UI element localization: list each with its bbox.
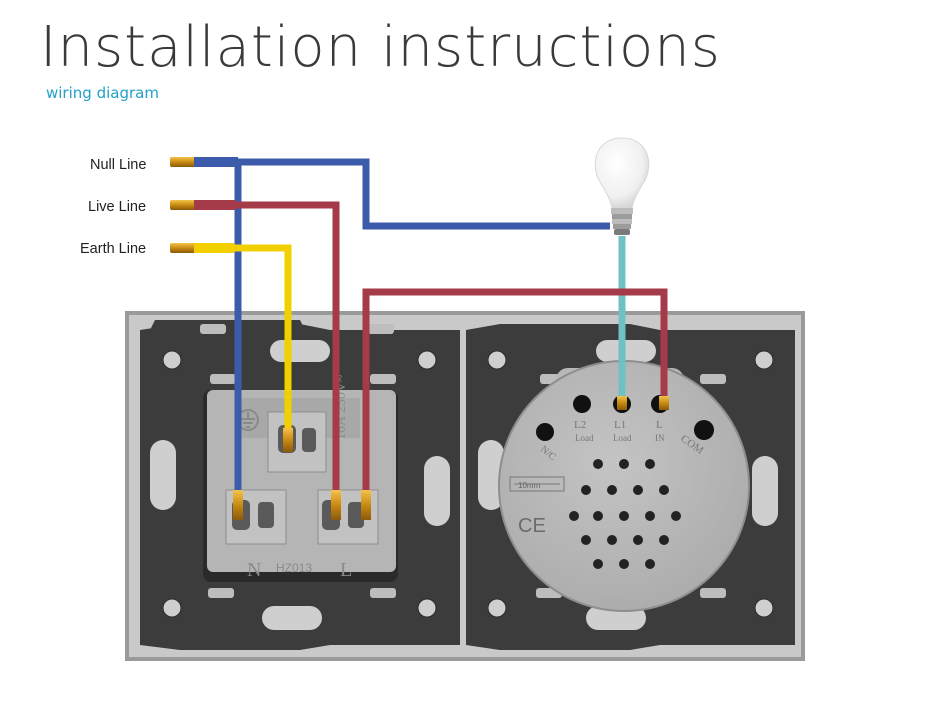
live-wire-switch bbox=[362, 288, 668, 498]
socket-l-label: L bbox=[340, 559, 352, 581]
terminal-l2-sub: Load bbox=[575, 433, 594, 443]
null-line-label: Null Line bbox=[90, 157, 147, 173]
socket-n-label: N bbox=[247, 559, 261, 581]
terminal-l1-label: L1 bbox=[614, 419, 626, 431]
ce-mark: CE bbox=[518, 515, 546, 537]
svg-text:10mm: 10mm bbox=[518, 481, 541, 490]
live-line-label: Live Line bbox=[88, 199, 147, 215]
page-title: Installation instructions bbox=[40, 15, 721, 80]
earth-line-label: Earth Line bbox=[80, 241, 147, 257]
live-wire bbox=[190, 201, 340, 498]
switch-module: L2 Load L1 Load L IN N/C COM 10mm CE bbox=[498, 360, 750, 612]
vent-holes bbox=[569, 459, 681, 569]
terminal-l2-label: L2 bbox=[574, 419, 586, 431]
socket-model-text: HZ013 bbox=[276, 561, 312, 575]
light-bulb bbox=[594, 137, 650, 235]
terminal-connectors bbox=[233, 396, 669, 520]
page-subtitle: wiring diagram bbox=[46, 84, 159, 102]
incoming-wire-ends bbox=[170, 157, 238, 253]
terminal-l1-sub: Load bbox=[613, 433, 632, 443]
null-wire bbox=[190, 158, 610, 230]
strip-length-gauge: 10mm bbox=[509, 476, 565, 492]
terminal-l-label: L bbox=[656, 419, 663, 431]
socket-module: 16A 250V~ N HZ013 L bbox=[203, 374, 398, 582]
terminal-l-sub: IN bbox=[655, 433, 665, 443]
